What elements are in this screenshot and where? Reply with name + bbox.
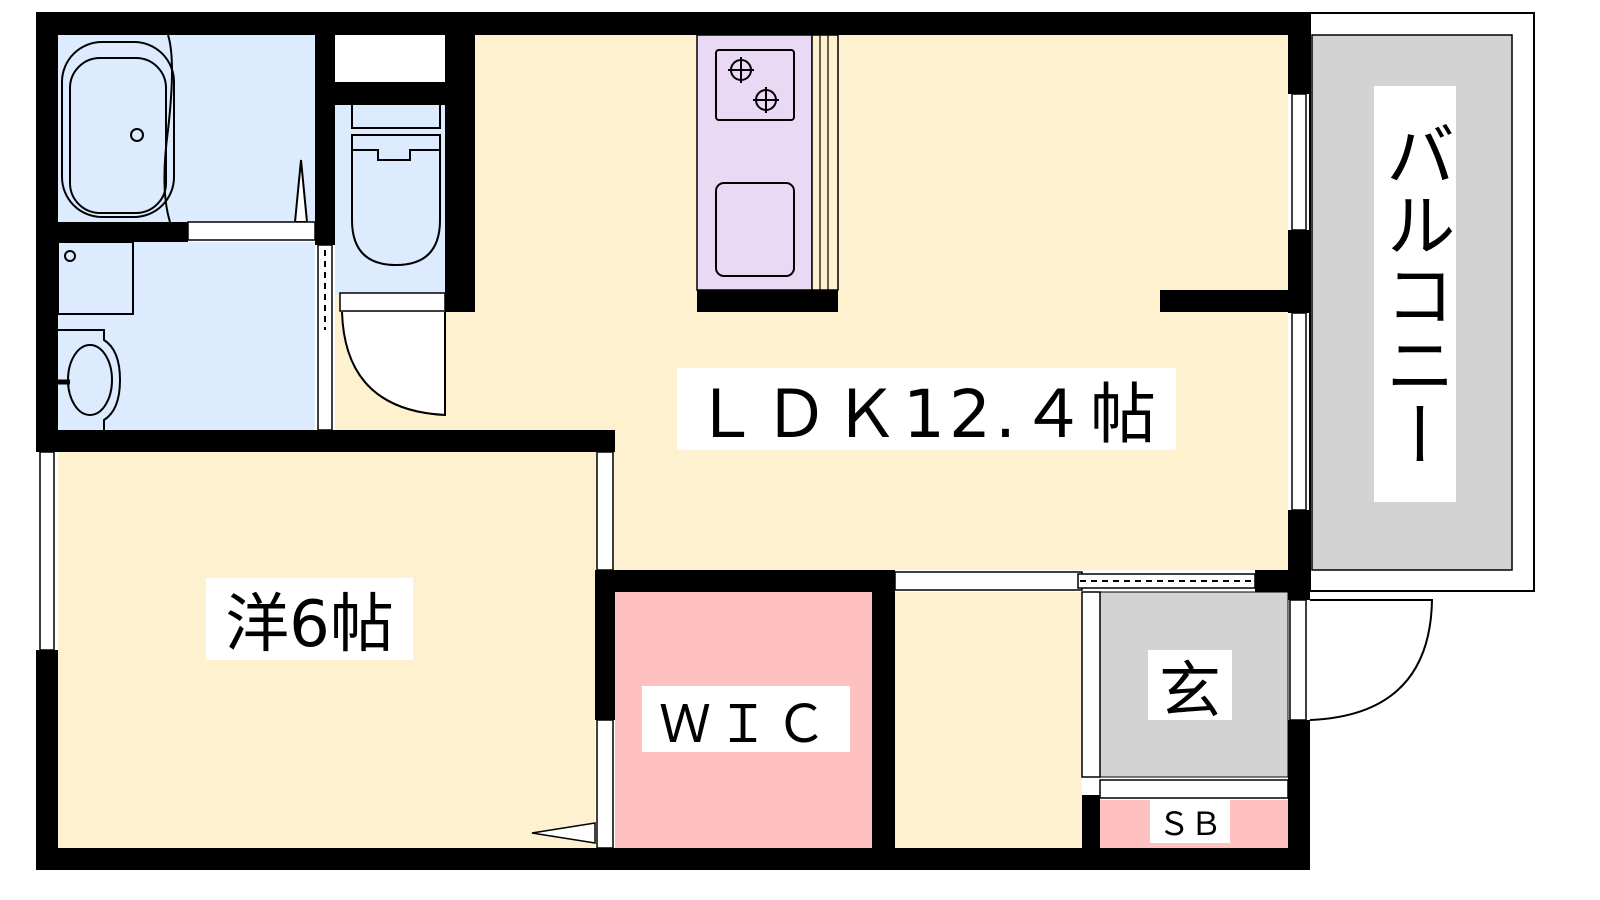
- room-label-western: 洋6帖: [206, 578, 413, 662]
- washroom-floor: [58, 242, 315, 430]
- step: [1099, 779, 1289, 799]
- room-label-ldk: ＬＤＫ12.４帖: [677, 368, 1176, 453]
- bathtub-icon: [61, 34, 309, 223]
- sink-icon: [715, 182, 795, 277]
- door-swing: [341, 311, 446, 417]
- entrance-door-swing: [1309, 599, 1434, 721]
- room-label-balcony: バルコニー: [1374, 86, 1456, 502]
- hall-floor: [895, 592, 1082, 848]
- room-label-shoebox: ＳＢ: [1150, 800, 1230, 843]
- windows: [39, 93, 1307, 849]
- room-label-entrance: 玄: [1148, 650, 1232, 727]
- walls: [36, 12, 1310, 870]
- toilet-icon: [351, 105, 441, 267]
- toilet-shelf: [335, 35, 455, 82]
- counter-edge: [811, 34, 839, 291]
- stove-icon: [715, 49, 795, 121]
- room-label-wic: ＷＩＣ: [642, 686, 850, 755]
- bathroom-floor: [58, 35, 315, 222]
- toilet-floor: [335, 105, 445, 295]
